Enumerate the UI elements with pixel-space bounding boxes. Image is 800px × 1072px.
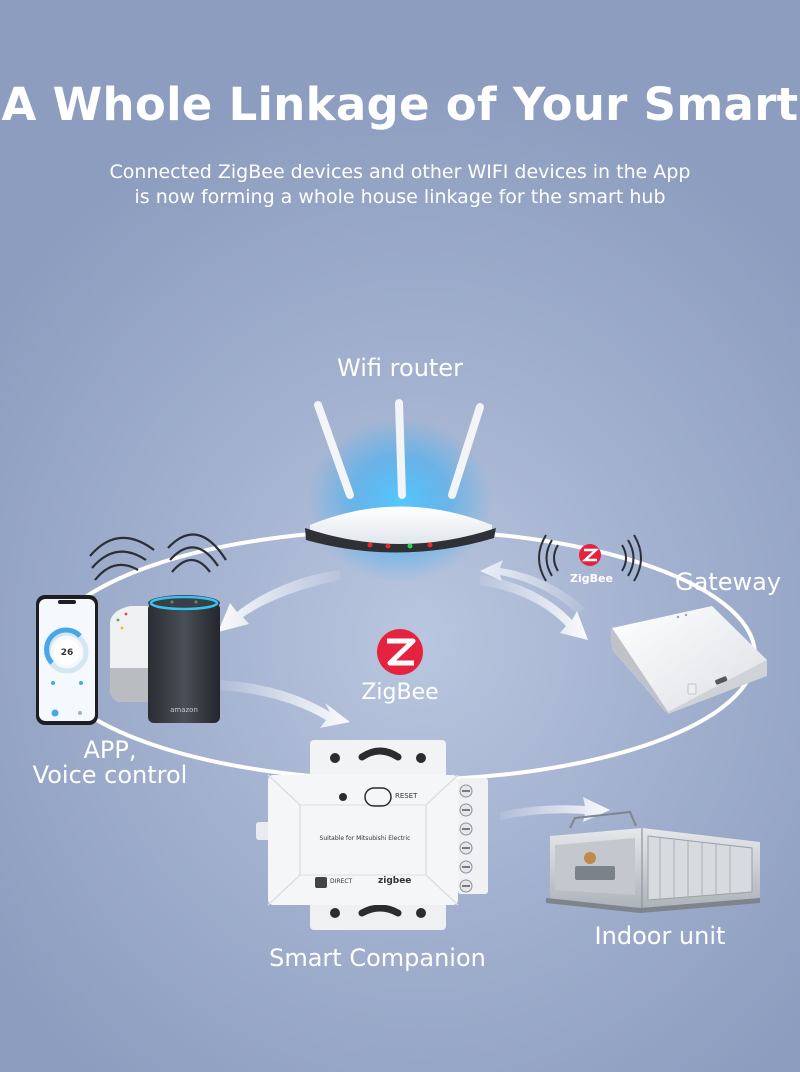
indoor-hvac-unit <box>546 810 760 913</box>
router-led-2 <box>385 543 391 549</box>
router-led-4 <box>427 542 433 548</box>
zigbee-logo-icon <box>377 629 423 675</box>
google-home-speaker <box>110 606 150 702</box>
companion-zigbee-text: zigbee <box>378 876 412 886</box>
arrow-gateway-to-router <box>480 560 585 614</box>
wifi-direct-badge-icon <box>315 877 327 888</box>
indoor-unit-label: Indoor unit <box>594 922 726 950</box>
gateway-button <box>687 683 697 695</box>
speaker-signal-waves <box>89 533 227 581</box>
subtitle-line-1: Connected ZigBee devices and other WIFI … <box>109 161 691 183</box>
companion-reset-button <box>364 787 392 807</box>
router-led-1 <box>367 542 373 548</box>
companion-suitable-text: Suitable for Mitsubishi Electric <box>319 835 411 842</box>
gateway-device <box>610 606 767 714</box>
arrow-companion-to-indoor <box>500 797 610 822</box>
gateway-signal-waves <box>538 534 642 582</box>
app-label-line-2: Voice control <box>32 761 188 789</box>
smart-companion-device <box>256 740 488 930</box>
zigbee-small-icon <box>579 544 601 566</box>
companion-label: Smart Companion <box>269 944 486 972</box>
arrow-router-to-app <box>218 570 340 632</box>
speaker-brand-text: amazon <box>170 706 198 714</box>
center-zigbee-label: ZigBee <box>361 680 439 705</box>
smartphone <box>36 595 98 725</box>
arrow-app-to-companion <box>220 680 350 728</box>
page-title: A Whole Linkage of Your Smart <box>1 78 799 131</box>
companion-led <box>339 793 347 801</box>
router-led-3 <box>407 543 413 549</box>
wifi-router <box>305 399 496 553</box>
gateway-label: Gateway <box>675 568 782 596</box>
gateway-zigbee-label: ZigBee <box>570 572 613 585</box>
phone-temperature: 26 <box>60 648 74 658</box>
arrow-router-to-gateway <box>480 575 588 640</box>
subtitle-line-2: is now forming a whole house linkage for… <box>134 186 666 208</box>
companion-wifi-direct-text: DIRECT <box>330 878 353 885</box>
companion-reset-text: RESET <box>395 792 418 800</box>
router-label: Wifi router <box>337 354 463 382</box>
app-label-line-1: APP, <box>83 736 137 764</box>
amazon-echo-speaker <box>148 595 220 723</box>
